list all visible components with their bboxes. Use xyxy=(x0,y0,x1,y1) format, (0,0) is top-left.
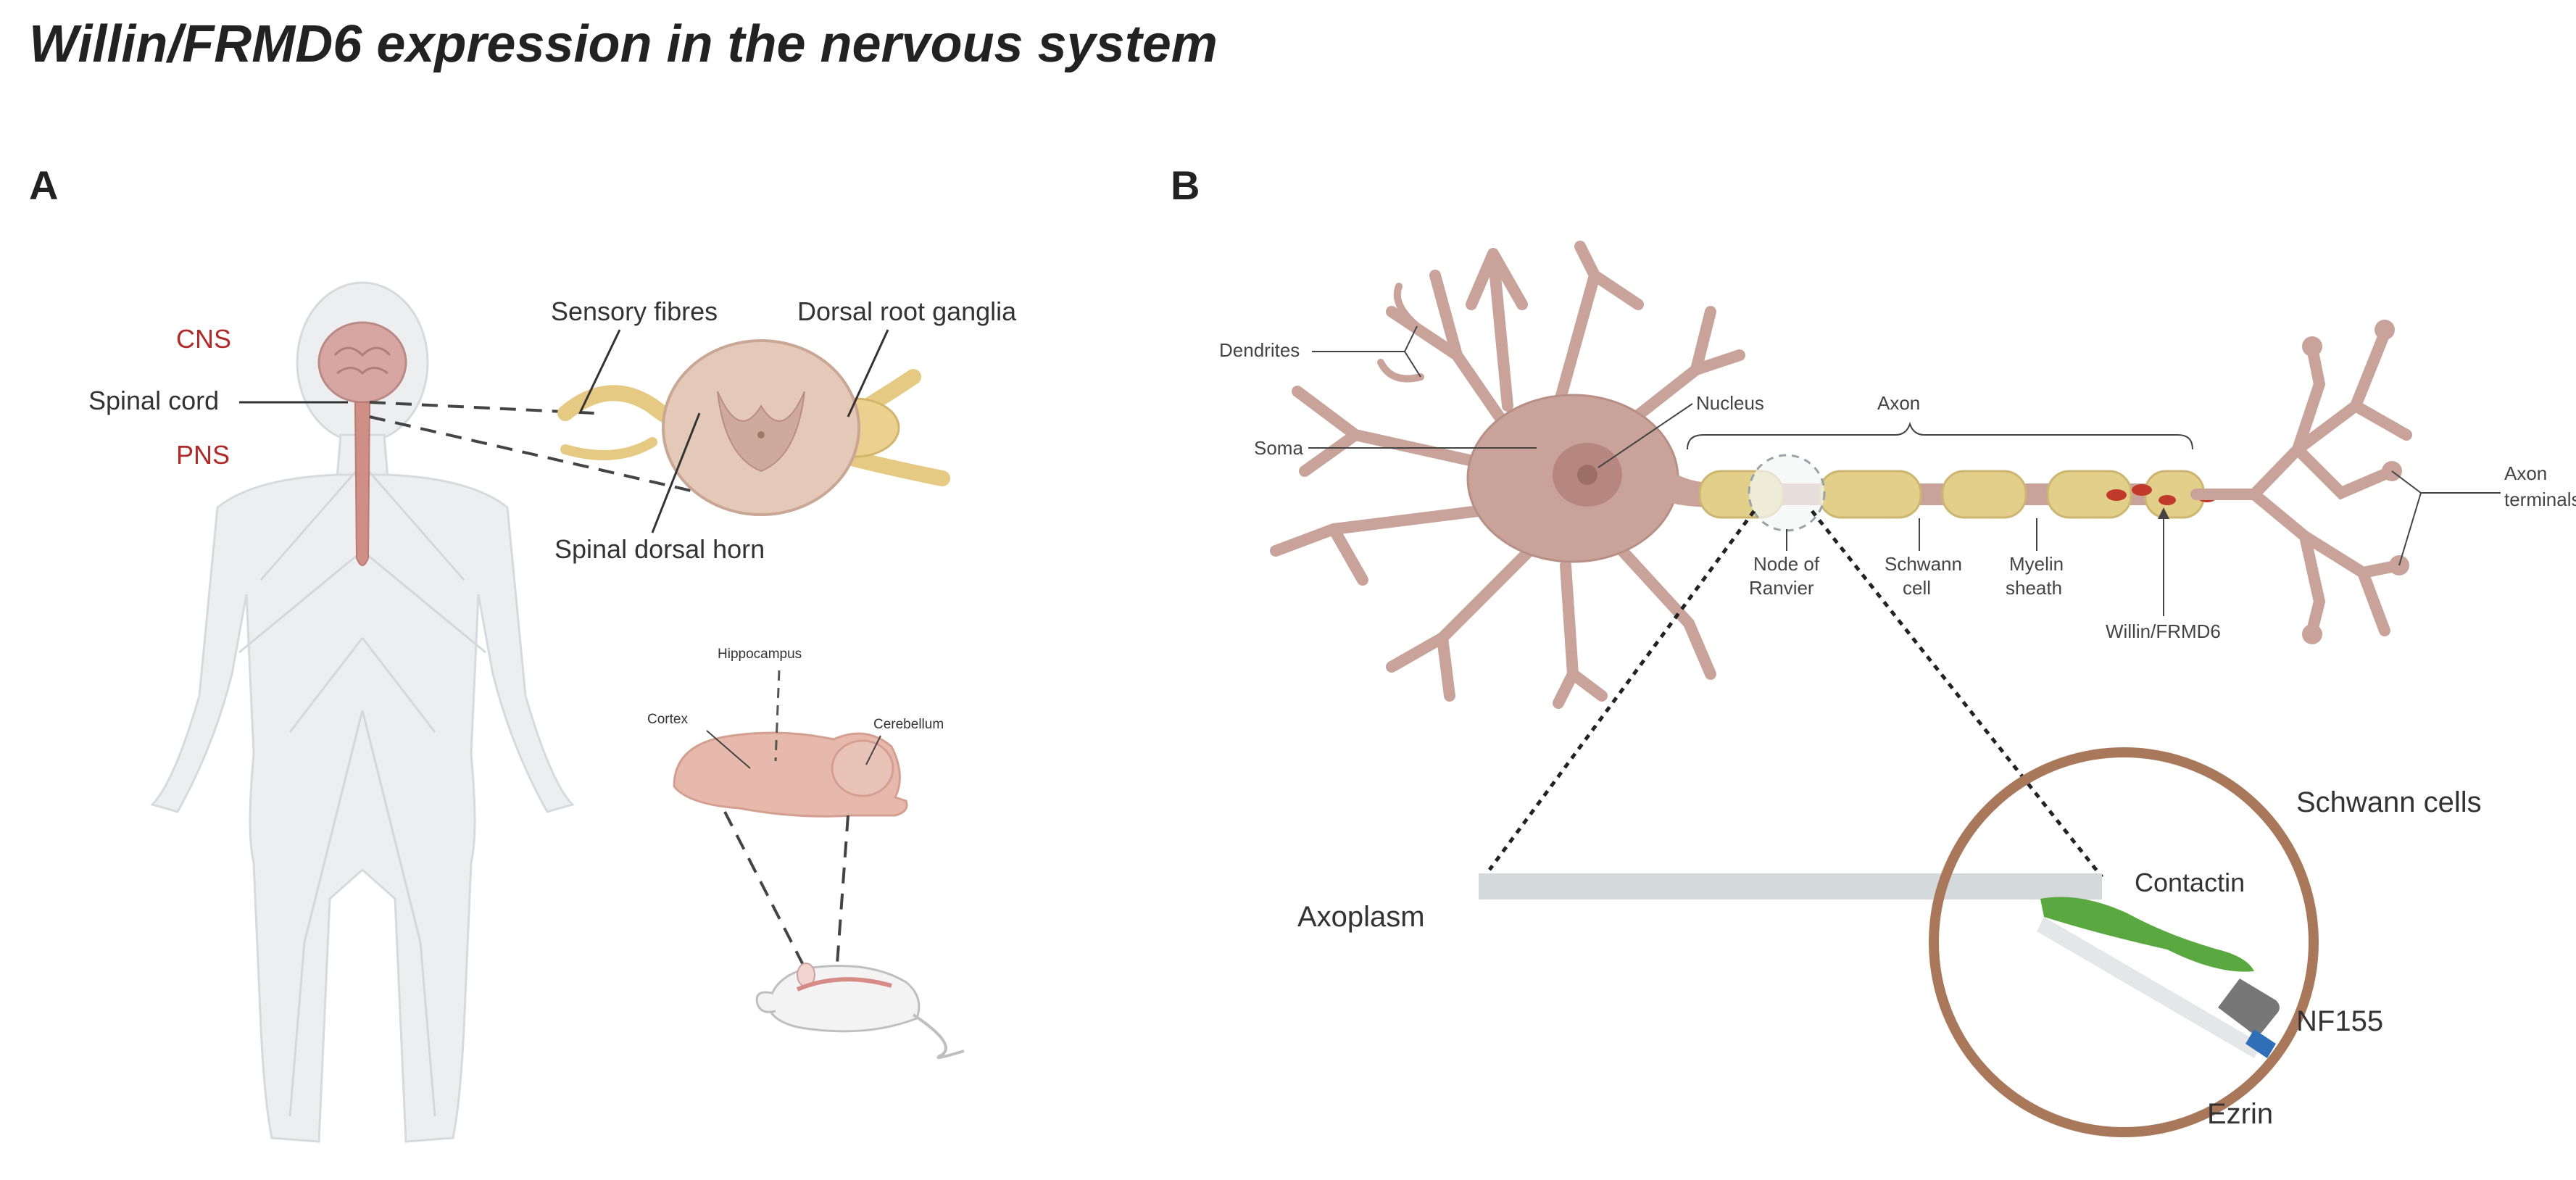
spinal-cross-section xyxy=(557,339,950,516)
ezrin-protein xyxy=(2245,1029,2276,1058)
dorsal-root-ganglia-label: Dorsal root ganglia xyxy=(797,296,1017,326)
axon-terminals-leader xyxy=(2391,470,2501,566)
zoom-line-lower xyxy=(369,415,733,502)
spinal-cord-label: Spinal cord xyxy=(88,386,219,415)
hippocampus-leader xyxy=(774,670,781,762)
brain-and-spinal-cord xyxy=(317,321,407,566)
mouse-zoom-line-right xyxy=(836,815,849,965)
axon-terminals-label-line2: terminals xyxy=(2504,489,2576,510)
node-of-ranvier-highlight xyxy=(1748,454,1826,532)
axon-brace xyxy=(1687,421,2193,450)
contactin-protein xyxy=(2040,897,2254,972)
panel-a-letter: A xyxy=(29,162,58,208)
mouse-zoom-line-left xyxy=(723,811,806,968)
sensory-fibres-label: Sensory fibres xyxy=(551,296,718,326)
zoom-dotted-right xyxy=(1811,510,2103,878)
hippocampus-label: Hippocampus xyxy=(718,647,802,662)
willin-frmd6-arrowhead xyxy=(2158,507,2169,519)
schwann-cell-label-line1: Schwann xyxy=(1885,553,1962,575)
nf155-label: NF155 xyxy=(2296,1005,2383,1037)
node-of-ranvier-label-line2: Ranvier xyxy=(1749,577,1814,599)
panel-b-letter: B xyxy=(1171,162,1200,208)
cns-label: CNS xyxy=(176,324,231,354)
axon-terminals-branches xyxy=(2190,320,2412,644)
nucleus-label: Nucleus xyxy=(1696,392,1764,414)
myelin-sheath-label-line1: Myelin xyxy=(2009,553,2064,575)
cortex-label: Cortex xyxy=(647,712,688,727)
mouse-illustration xyxy=(755,963,965,1059)
drg-leader xyxy=(847,329,889,417)
sensory-fibres-leader xyxy=(578,329,621,414)
mouse-brain xyxy=(673,731,908,818)
cerebellum-leader xyxy=(865,735,881,765)
membrane-wedge xyxy=(2037,917,2261,1058)
schwann-cells-label: Schwann cells xyxy=(2296,786,2482,818)
nucleus-leader xyxy=(1597,403,1693,468)
schwann-cell-label-line2: cell xyxy=(1903,577,1931,599)
axoplasm-label: Axoplasm xyxy=(1297,901,1425,933)
axon-label: Axon xyxy=(1877,392,1920,414)
willin-frmd6-label: Willin/FRMD6 xyxy=(2106,620,2221,642)
soma-label: Soma xyxy=(1254,437,1303,459)
figure-title: Willin/FRMD6 expression in the nervous s… xyxy=(29,15,1218,73)
cortex-leader xyxy=(706,730,751,769)
zoom-dotted-left xyxy=(1487,510,1756,871)
neuron-soma-and-dendrites xyxy=(1270,241,1745,709)
pns-label: PNS xyxy=(176,440,230,470)
nf155-protein xyxy=(2218,979,2280,1034)
dendrites-label: Dendrites xyxy=(1219,339,1300,361)
nucleolus-shape xyxy=(1577,465,1597,485)
node-of-ranvier-label-line1: Node of xyxy=(1753,553,1820,575)
dendrites-leader xyxy=(1312,325,1421,378)
cerebellum-label: Cerebellum xyxy=(873,717,944,732)
panel-b: B xyxy=(1171,162,2576,1137)
spinal-dorsal-horn-label: Spinal dorsal horn xyxy=(554,534,765,564)
panel-a: A CNS PNS Spinal cord xyxy=(29,162,1017,1143)
axoplasm-bar xyxy=(1479,873,2102,899)
axon-terminals-label-line1: Axon xyxy=(2504,462,2547,484)
ezrin-label: Ezrin xyxy=(2207,1098,2273,1130)
contactin-label: Contactin xyxy=(2135,868,2245,897)
schwann-cell-ring xyxy=(1929,747,2319,1137)
myelin-sheath-label-line2: sheath xyxy=(2006,577,2062,599)
zoom-line-upper xyxy=(369,401,595,415)
dorsal-horn-leader xyxy=(651,412,701,533)
